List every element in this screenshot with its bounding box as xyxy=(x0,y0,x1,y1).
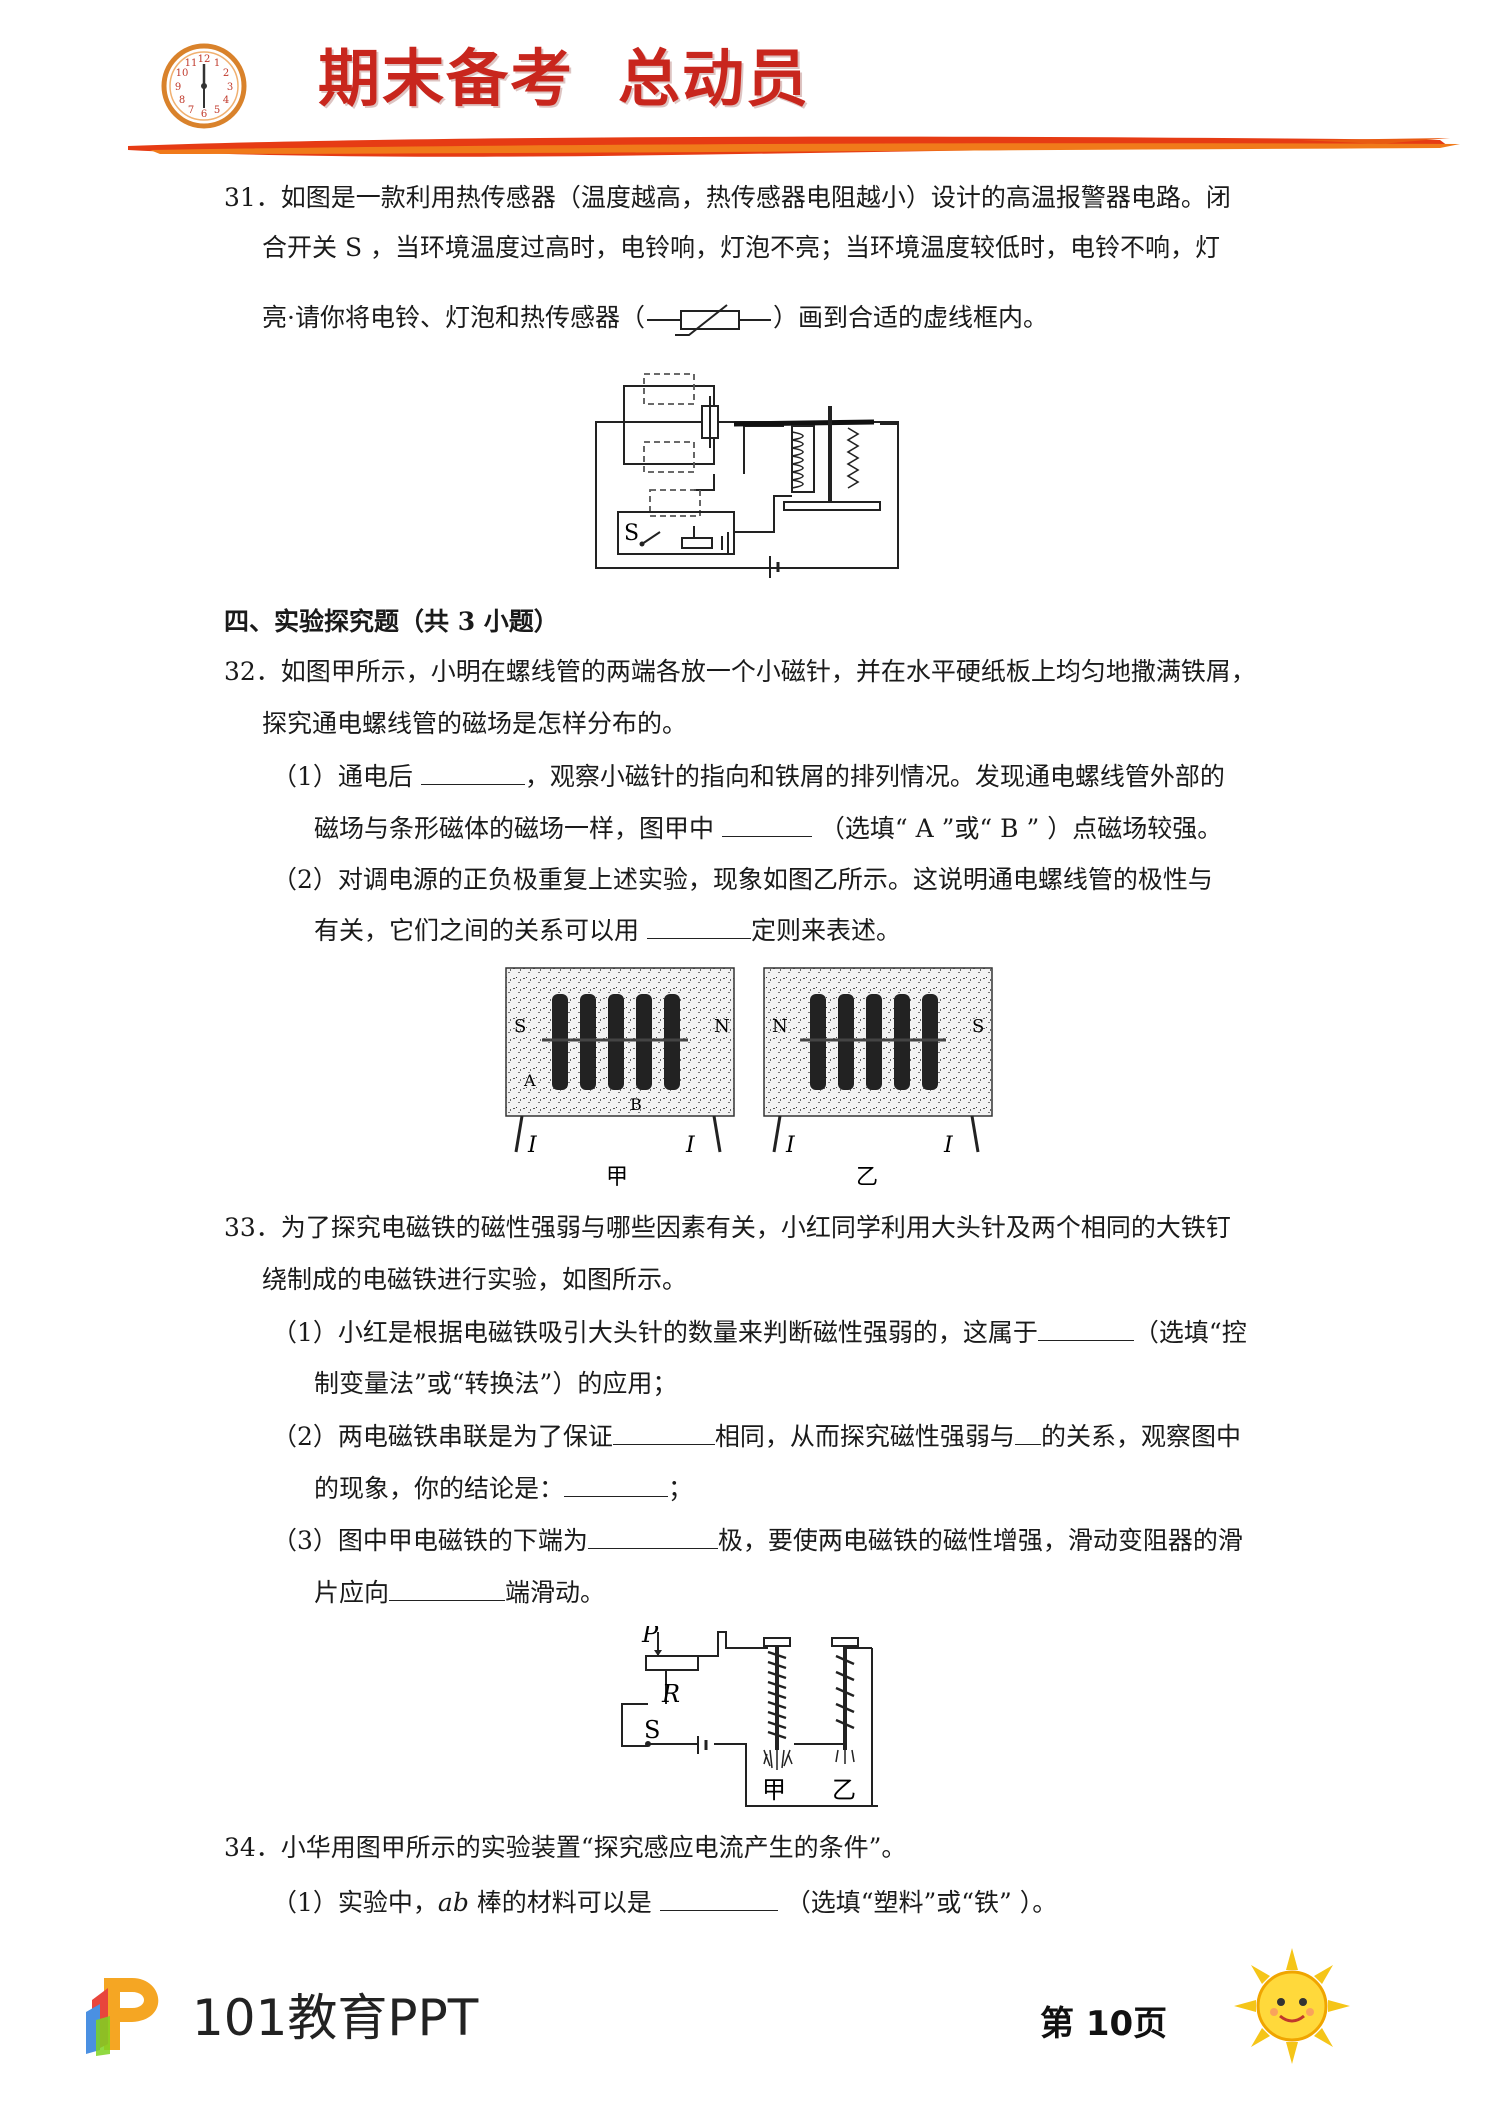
svg-text:3: 3 xyxy=(227,82,233,93)
q31-line-1: 31．如图是一款利用热传感器（温度越高，热传感器电阻越小）设计的高温报警器电路。… xyxy=(224,183,1231,212)
svg-text:乙: 乙 xyxy=(832,1776,856,1804)
brand-logo-icon xyxy=(86,1978,159,2056)
q33-blank-5[interactable] xyxy=(587,1524,718,1549)
sun-mascot-icon xyxy=(1234,1948,1350,2064)
svg-text:12: 12 xyxy=(198,54,211,65)
q33-part-1-line-2: 制变量法”或“转换法”）的应用； xyxy=(314,1369,678,1398)
q33-blank-1[interactable] xyxy=(1037,1316,1134,1341)
q32-part-1-line-2: 磁场与条形磁体的磁场一样，图甲中 （选填“ A ”或“ B ” ）点磁场较强。 xyxy=(314,812,1223,843)
svg-text:I: I xyxy=(527,1133,538,1158)
svg-text:S: S xyxy=(972,1016,984,1037)
svg-text:10: 10 xyxy=(176,68,189,79)
svg-text:S: S xyxy=(514,1016,526,1037)
brand-name: 101教育PPT xyxy=(192,1989,479,2047)
q33-part-2-line-1: （2）两电磁铁串联是为了保证相同，从而探究磁性强弱与的关系，观察图中 xyxy=(272,1420,1241,1451)
svg-text:P: P xyxy=(641,1626,659,1648)
svg-text:1: 1 xyxy=(214,58,220,69)
svg-text:5: 5 xyxy=(214,105,220,116)
page-number: 第 10页 xyxy=(1040,2004,1168,2044)
svg-text:I: I xyxy=(685,1133,696,1158)
q33-part-1-line-1: （1）小红是根据电磁铁吸引大头针的数量来判断磁性强弱的，这属于（选填“控 xyxy=(272,1316,1247,1347)
q33-line-1: 33．为了探究电磁铁的磁性强弱与哪些因素有关，小红同学利用大头针及两个相同的大铁… xyxy=(224,1213,1231,1242)
q33-blank-6[interactable] xyxy=(389,1576,506,1601)
svg-text:A: A xyxy=(523,1071,536,1090)
section-4-title: 四、实验探究题（共 3 小题） xyxy=(224,607,559,636)
q32-blank-1[interactable] xyxy=(420,760,525,785)
q33-blank-3[interactable] xyxy=(1014,1420,1041,1445)
q33-electromagnet-figure: P R S 甲 乙 xyxy=(621,1626,878,1807)
q32-part-1-line-1: （1）通电后 ，观察小磁针的指向和铁屑的排列情况。发现通电螺线管外部的 xyxy=(272,760,1225,791)
svg-text:8: 8 xyxy=(179,95,185,106)
header-brush-stroke xyxy=(128,136,1460,157)
q32-solenoid-figure: S N A B I I 甲 N S I I 乙 xyxy=(505,967,993,1190)
q33-blank-2[interactable] xyxy=(612,1420,715,1445)
svg-text:N: N xyxy=(714,1016,730,1037)
q34-blank-1[interactable] xyxy=(659,1886,778,1911)
electromagnet-jia: 甲 xyxy=(762,1637,793,1804)
svg-text:6: 6 xyxy=(201,109,207,120)
figure-yi-panel: N S I I 乙 xyxy=(763,967,993,1190)
q34-part-1-line: （1）实验中，ab 棒的材料可以是 （选填“塑料”或“铁” ）。 xyxy=(272,1886,1058,1917)
svg-text:R: R xyxy=(661,1680,680,1708)
header-title: 期末备考总动员 xyxy=(318,42,811,115)
q33-blank-4[interactable] xyxy=(564,1472,669,1497)
q32-part-2-line-2: 有关，它们之间的关系可以用 定则来表述。 xyxy=(314,914,901,945)
svg-text:I: I xyxy=(785,1133,796,1158)
svg-text:I: I xyxy=(943,1133,954,1158)
q33-part-2-line-2: 的现象，你的结论是：； xyxy=(314,1472,694,1503)
svg-text:乙: 乙 xyxy=(856,1165,878,1190)
thermistor-symbol xyxy=(646,303,771,336)
q31-line-2: 合开关 S ，当环境温度过高时，电铃响，灯泡不亮；当环境温度较低时，电铃不响，灯 xyxy=(262,233,1221,262)
q32-blank-3[interactable] xyxy=(646,914,751,939)
q33-line-2: 绕制成的电磁铁进行实验，如图所示。 xyxy=(262,1265,688,1294)
q33-part-3-line-1: （3）图中甲电磁铁的下端为极，要使两电磁铁的磁性增强，滑动变阻器的滑 xyxy=(272,1524,1243,1555)
q32-line-2: 探究通电螺线管的磁场是怎样分布的。 xyxy=(262,709,688,738)
q32-part-2-line-1: （2）对调电源的正负极重复上述实验，现象如图乙所示。这说明通电螺线管的极性与 xyxy=(272,865,1213,894)
svg-text:4: 4 xyxy=(223,95,229,106)
q34-line-1: 34．小华用图甲所示的实验装置“探究感应电流产生的条件”。 xyxy=(224,1833,907,1862)
clock-icon: 12 1 2 3 4 5 6 7 8 9 10 11 xyxy=(161,43,247,129)
figure-jia-panel: S N A B I I 甲 xyxy=(505,967,735,1190)
q32-line-1: 32．如图甲所示，小明在螺线管的两端各放一个小磁针，并在水平硬纸板上均匀地撒满铁… xyxy=(224,657,1256,686)
svg-text:S: S xyxy=(644,1716,660,1744)
q32-blank-2[interactable] xyxy=(721,812,812,837)
svg-text:甲: 甲 xyxy=(606,1165,628,1190)
svg-text:9: 9 xyxy=(175,82,181,93)
svg-text:7: 7 xyxy=(188,105,194,116)
electromagnet-yi: 乙 xyxy=(831,1637,859,1804)
svg-text:N: N xyxy=(772,1016,788,1037)
svg-text:甲: 甲 xyxy=(762,1776,786,1804)
svg-text:B: B xyxy=(630,1095,642,1114)
svg-text:2: 2 xyxy=(223,68,229,79)
q31-alarm-circuit-figure: S xyxy=(595,373,899,578)
svg-text:11: 11 xyxy=(185,58,198,69)
q33-part-3-line-2: 片应向端滑动。 xyxy=(314,1576,606,1607)
svg-text:S: S xyxy=(624,521,639,546)
q31-line-3: 亮·请你将电铃、灯泡和热传感器（ ）画到合适的虚线框内。 xyxy=(262,302,1048,337)
